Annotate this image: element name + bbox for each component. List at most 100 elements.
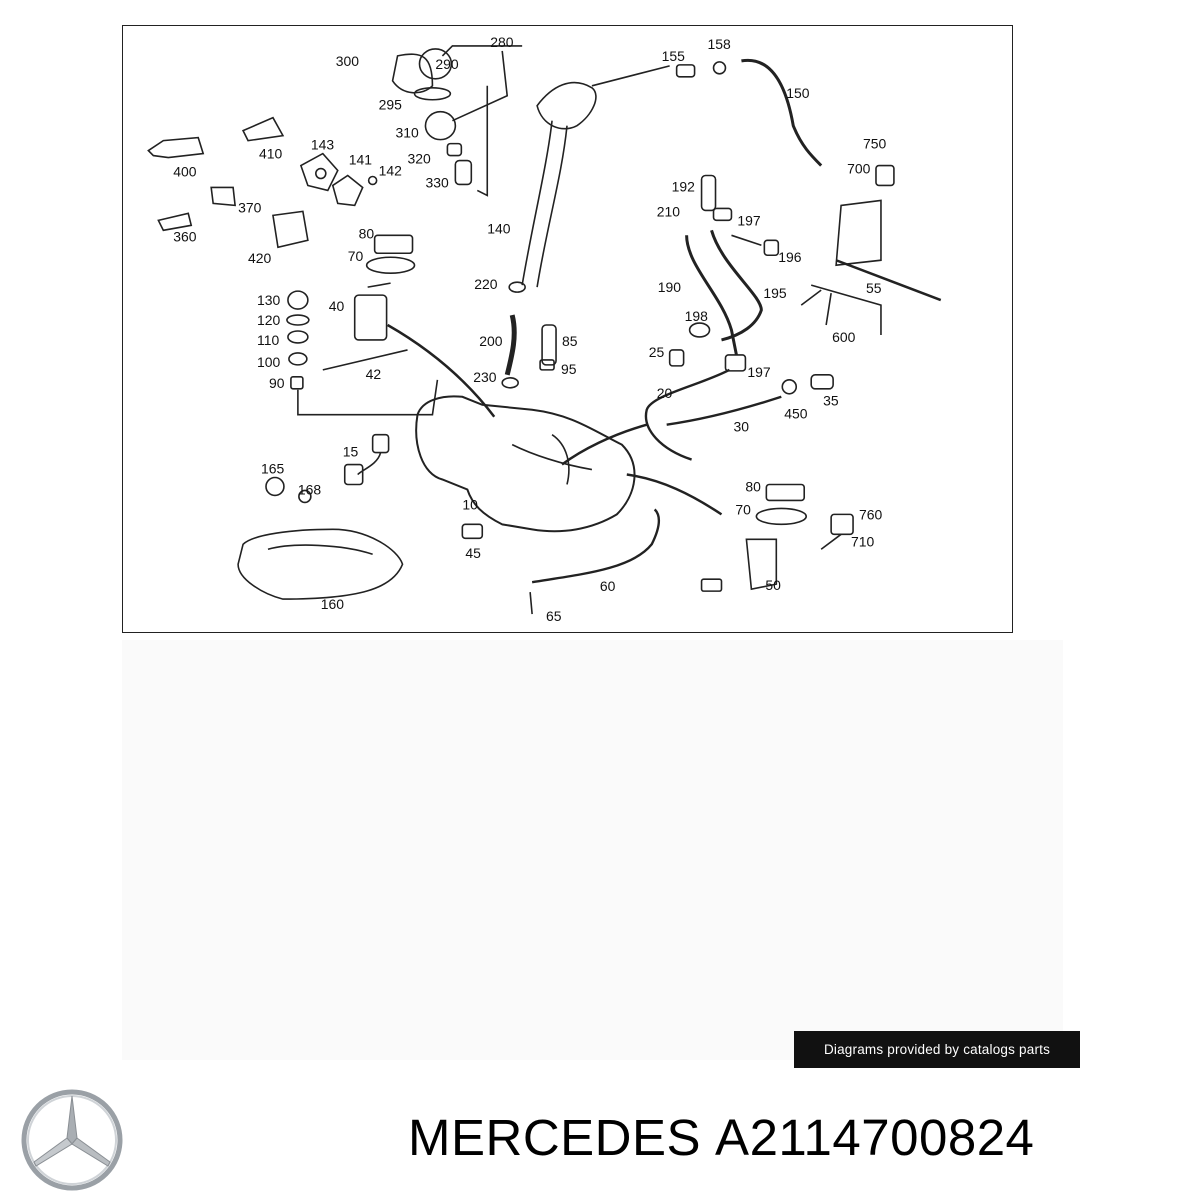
callout-40: 40 bbox=[329, 298, 345, 314]
callout-140: 140 bbox=[487, 220, 511, 236]
callout-168: 168 bbox=[298, 481, 322, 497]
fuel-tank-10-shape bbox=[415, 395, 636, 533]
callout-197: 197 bbox=[747, 364, 771, 380]
part-158-shape bbox=[712, 61, 727, 75]
callout-110: 110 bbox=[257, 332, 279, 348]
callout-190: 190 bbox=[658, 279, 682, 295]
callout-290: 290 bbox=[435, 56, 459, 72]
callout-310: 310 bbox=[396, 125, 420, 141]
pump-50-shape bbox=[745, 538, 778, 591]
callout-143: 143 bbox=[311, 137, 335, 153]
fuel-system-exploded-diagram: 300 290 280 155 158 150 295 310 320 330 400 410 143 1… bbox=[147, 34, 942, 624]
arrow-40-to-tank bbox=[386, 323, 496, 418]
line-190-shape bbox=[685, 235, 738, 356]
callout-710: 710 bbox=[851, 533, 875, 549]
callout-320: 320 bbox=[408, 151, 432, 167]
boot-290-shape bbox=[391, 53, 434, 94]
callout-70: 70 bbox=[348, 248, 364, 264]
callout-141: 141 bbox=[349, 152, 373, 168]
filler-pipe-shape bbox=[521, 120, 553, 286]
bracket-410-shape bbox=[241, 116, 285, 142]
filler-head-shape bbox=[536, 81, 597, 130]
callout-155: 155 bbox=[662, 48, 686, 64]
callout-80: 80 bbox=[745, 478, 761, 494]
bracket-420-shape bbox=[272, 210, 309, 249]
arrow-50-to-tank bbox=[626, 473, 723, 516]
callout-95: 95 bbox=[561, 361, 577, 377]
ring-70-shape bbox=[365, 256, 416, 274]
callout-90: 90 bbox=[269, 375, 285, 391]
callout-65: 65 bbox=[546, 608, 562, 624]
callout-420: 420 bbox=[248, 250, 272, 266]
line-195-shape bbox=[710, 229, 763, 342]
mercedes-star-icon bbox=[21, 1089, 123, 1191]
callout-300: 300 bbox=[336, 53, 360, 69]
heat-shield-160-shape bbox=[237, 528, 404, 600]
callout-25: 25 bbox=[649, 344, 665, 360]
callout-165: 165 bbox=[261, 461, 285, 477]
callout-60: 60 bbox=[600, 578, 616, 594]
callout-370: 370 bbox=[238, 199, 262, 215]
callout-450: 450 bbox=[784, 406, 808, 422]
callout-200: 200 bbox=[479, 333, 503, 349]
callout-330: 330 bbox=[425, 174, 449, 190]
callout-labels: 300 290 280 155 158 150 295 310 320 330 400 410 143 1… bbox=[173, 34, 886, 624]
callout-700: 700 bbox=[847, 161, 871, 177]
callout-295: 295 bbox=[379, 97, 403, 113]
callout-160: 160 bbox=[321, 596, 345, 612]
callout-600: 600 bbox=[832, 329, 856, 345]
callout-400: 400 bbox=[173, 164, 197, 180]
callout-10: 10 bbox=[462, 496, 478, 512]
callout-750: 750 bbox=[863, 136, 887, 152]
grommet-310-shape bbox=[424, 110, 457, 141]
callout-100: 100 bbox=[257, 354, 281, 370]
part-80-shape bbox=[373, 234, 414, 255]
callout-35: 35 bbox=[823, 393, 839, 409]
callout-198: 198 bbox=[685, 308, 709, 324]
parts-diagram-frame: 300 290 280 155 158 150 295 310 320 330 400 410 143 1… bbox=[122, 25, 1013, 633]
part-330-shape bbox=[454, 159, 473, 186]
callout-42: 42 bbox=[366, 366, 382, 382]
brand-name: MERCEDES bbox=[408, 1109, 702, 1166]
callout-197: 197 bbox=[737, 212, 761, 228]
callout-85: 85 bbox=[562, 333, 578, 349]
sleeve-85-shape bbox=[541, 324, 557, 366]
diagram-credit-banner: Diagrams provided by catalogs parts bbox=[794, 1031, 1080, 1068]
line-30-shape bbox=[666, 395, 782, 426]
callout-410: 410 bbox=[259, 146, 283, 162]
pump-40-shape bbox=[353, 294, 388, 341]
arrow-25-to-tank bbox=[561, 423, 648, 466]
callout-130: 130 bbox=[257, 292, 281, 308]
part-192-shape bbox=[700, 174, 717, 212]
callout-80: 80 bbox=[359, 225, 375, 241]
plate-143-shape bbox=[299, 152, 339, 192]
callout-142: 142 bbox=[379, 163, 403, 179]
callout-230: 230 bbox=[473, 369, 497, 385]
callout-195: 195 bbox=[763, 285, 787, 301]
callout-45: 45 bbox=[465, 545, 481, 561]
callout-360: 360 bbox=[173, 228, 197, 244]
callout-280: 280 bbox=[490, 34, 514, 50]
callout-210: 210 bbox=[657, 203, 681, 219]
sender-700-shape bbox=[835, 199, 882, 267]
callout-50: 50 bbox=[765, 577, 781, 593]
part-155-shape bbox=[675, 64, 696, 78]
cover-141-shape bbox=[331, 174, 364, 207]
callout-150: 150 bbox=[786, 85, 810, 101]
callout-70: 70 bbox=[735, 501, 751, 517]
circle-290-outline bbox=[418, 48, 453, 80]
callout-30: 30 bbox=[733, 419, 749, 435]
bracket-400-shape bbox=[147, 136, 205, 159]
hose-200-shape bbox=[504, 314, 517, 376]
callout-158: 158 bbox=[708, 36, 732, 52]
callout-220: 220 bbox=[474, 276, 498, 292]
pipe-150-shape bbox=[741, 58, 823, 167]
line-20-shape bbox=[644, 368, 731, 461]
part-number: A2114700824 bbox=[715, 1109, 1035, 1166]
callout-192: 192 bbox=[672, 178, 696, 194]
harness-600-shape bbox=[800, 284, 882, 335]
callout-196: 196 bbox=[778, 249, 802, 265]
fill-line-shape bbox=[591, 65, 670, 87]
callout-15: 15 bbox=[343, 444, 359, 460]
